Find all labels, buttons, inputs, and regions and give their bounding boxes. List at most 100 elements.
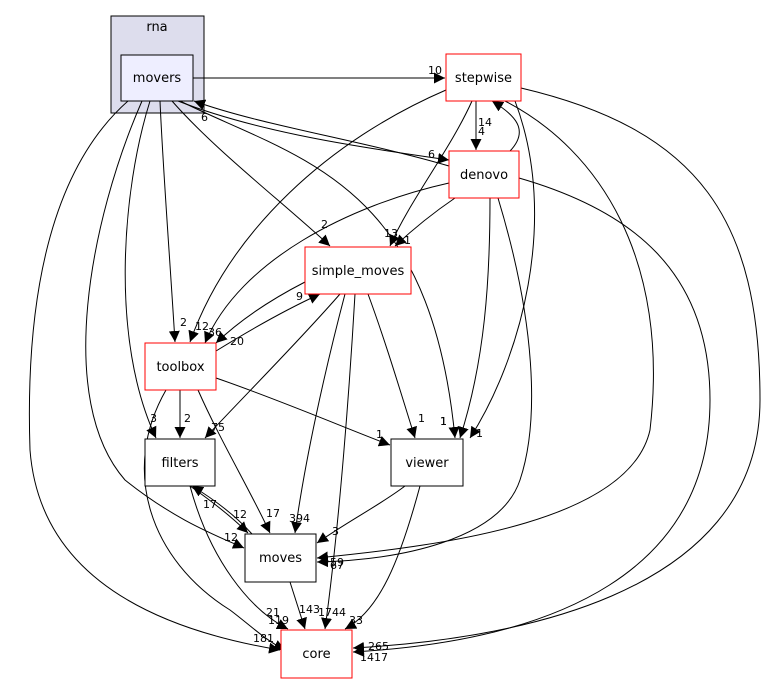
edge-stepwise-to-toolbox[interactable]: 12 xyxy=(188,89,447,343)
node-core-label: core xyxy=(302,647,330,662)
edge-stepwise-to-simple-moves[interactable]: 13 xyxy=(384,100,473,247)
node-viewer-label: viewer xyxy=(405,456,449,471)
edge-movers-to-toolbox[interactable]: 2 xyxy=(159,100,187,343)
edge-simple-moves-to-moves[interactable]: 394 xyxy=(289,293,346,534)
node-stepwise[interactable]: stepwise xyxy=(445,53,522,102)
node-denovo-label: denovo xyxy=(460,168,508,183)
edge-line xyxy=(193,99,450,167)
node-moves[interactable]: moves xyxy=(244,533,317,583)
edge-label: 4 xyxy=(478,125,485,138)
edge-line xyxy=(85,100,245,549)
edge-stepwise-to-core[interactable]: 265 xyxy=(352,87,761,653)
edge-simple-moves-to-filters[interactable]: 75 xyxy=(204,293,341,439)
edge-stepwise-to-denovo[interactable]: 4 xyxy=(470,101,485,150)
node-core-box xyxy=(280,629,353,679)
edge-line xyxy=(289,581,307,630)
edge-line xyxy=(291,293,346,534)
node-core[interactable]: core xyxy=(280,629,353,679)
edge-simple-moves-to-toolbox[interactable]: 20 xyxy=(215,281,306,348)
edge-line xyxy=(191,485,253,535)
edge-line xyxy=(204,182,450,344)
node-toolbox-box xyxy=(144,342,217,391)
edge-line xyxy=(159,100,180,343)
edge-line xyxy=(352,177,711,657)
edge-line xyxy=(394,197,456,247)
edge-line xyxy=(389,100,473,247)
node-filters[interactable]: filters xyxy=(144,438,216,487)
node-stepwise-label: stepwise xyxy=(455,71,512,86)
node-viewer-box xyxy=(390,438,464,487)
edge-label: 181 xyxy=(253,632,274,645)
edge-line xyxy=(316,197,533,568)
node-movers[interactable]: movers xyxy=(120,54,194,102)
edge-toolbox-to-simple-moves[interactable]: 9 xyxy=(215,290,321,352)
edge-label: 1 xyxy=(376,428,383,441)
cluster-label: rna xyxy=(146,20,167,35)
edge-filters-to-core[interactable]: 21 xyxy=(189,485,289,630)
edge-toolbox-to-moves[interactable]: 17 xyxy=(197,389,280,534)
edge-line xyxy=(204,293,341,439)
edge-line xyxy=(458,197,491,439)
edge-label: 1 xyxy=(440,415,447,428)
edge-movers-to-moves[interactable]: 12 xyxy=(85,100,245,549)
edge-label: 6 xyxy=(428,148,435,161)
edge-movers-to-viewer[interactable]: 1 xyxy=(179,100,460,439)
edge-simple-moves-to-viewer[interactable]: 1 xyxy=(367,293,425,439)
edge-stepwise-to-viewer[interactable]: 1 xyxy=(469,100,536,440)
edge-line xyxy=(344,485,421,630)
edge-label: 3 xyxy=(332,525,339,538)
edge-label: 1 xyxy=(476,427,483,440)
edge-label: 17 xyxy=(203,498,217,511)
edge-label: 12 xyxy=(233,508,247,521)
edge-line xyxy=(215,293,321,352)
edge-movers-to-filters[interactable]: 3 xyxy=(124,100,157,439)
edge-denovo-to-stepwise[interactable]: 14 xyxy=(478,100,520,152)
edge-label: 13 xyxy=(384,227,398,240)
edge-label: 14 xyxy=(478,116,492,129)
edge-label: 20 xyxy=(230,335,244,348)
edge-label: 143 xyxy=(299,603,320,616)
edge-toolbox-to-filters[interactable]: 2 xyxy=(174,390,191,438)
edge-label: 1 xyxy=(440,415,447,428)
edge-moves-to-core[interactable]: 143 xyxy=(289,581,320,630)
edge-label: 1 xyxy=(418,412,425,425)
edge-moves-to-filters[interactable]: 17 xyxy=(191,485,253,535)
edge-label: 36 xyxy=(208,326,222,339)
edge-label: 9 xyxy=(296,290,303,303)
edge-filters-to-moves[interactable]: 12 xyxy=(189,485,249,534)
node-simple-moves[interactable]: simple_moves xyxy=(304,246,412,295)
edge-toolbox-to-viewer[interactable]: 1 xyxy=(215,377,391,447)
edge-label: 1744 xyxy=(318,606,346,619)
edge-denovo-to-core[interactable]: 1417 xyxy=(352,177,711,664)
edge-denovo-to-simple-moves[interactable]: 1 xyxy=(394,197,456,247)
node-toolbox[interactable]: toolbox xyxy=(144,342,217,391)
edge-viewer-to-moves[interactable]: 3 xyxy=(316,485,406,544)
node-filters-label: filters xyxy=(161,456,198,471)
edge-label: 12 xyxy=(195,320,209,333)
edge-line xyxy=(321,293,356,630)
edge-label: 1 xyxy=(404,234,411,247)
node-denovo[interactable]: denovo xyxy=(448,150,520,199)
edge-movers-to-stepwise[interactable]: 10 xyxy=(193,64,445,84)
node-movers-box xyxy=(120,54,194,102)
node-moves-box xyxy=(244,533,317,583)
edge-denovo-to-viewer[interactable]: 1 xyxy=(440,197,491,439)
edge-viewer-to-core[interactable]: 33 xyxy=(344,485,421,630)
node-viewer[interactable]: viewer xyxy=(390,438,464,487)
edge-line xyxy=(469,100,536,439)
edge-simple-moves-to-core[interactable]: 1744 xyxy=(318,293,356,630)
edge-line xyxy=(316,100,654,563)
edge-movers-to-simple-moves[interactable]: 2 xyxy=(171,100,331,247)
edge-label: 2 xyxy=(180,316,187,329)
edge-line xyxy=(352,87,761,653)
edge-movers-to-denovo[interactable]: 6 xyxy=(177,100,450,164)
edge-movers-to-core[interactable]: 181 xyxy=(28,100,281,654)
edge-line xyxy=(316,485,406,544)
edge-line xyxy=(215,281,306,344)
edge-line xyxy=(491,100,520,152)
edge-denovo-to-movers[interactable]: 6 xyxy=(193,99,450,167)
node-toolbox-label: toolbox xyxy=(156,360,204,375)
edge-line xyxy=(179,100,460,439)
